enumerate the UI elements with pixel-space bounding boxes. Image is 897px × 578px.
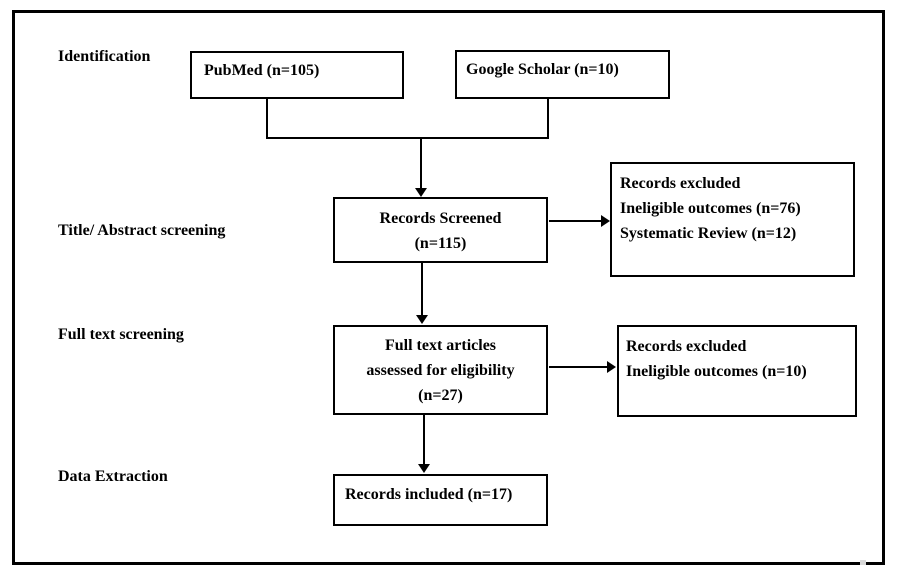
node-excluded-screening-line2: Ineligible outcomes (n=76) [620, 200, 801, 217]
connector-fulltext-to-excluded [549, 366, 608, 368]
connector-merge-horizontal [266, 137, 549, 139]
node-full-text-assessed-line1: Full text articles [384, 337, 497, 354]
outer-frame [12, 10, 885, 565]
stage-label-full-text-screening: Full text screening [58, 326, 184, 343]
stage-label-data-extraction: Data Extraction [58, 468, 168, 485]
node-records-excluded-full-text: Records excluded Ineligible outcomes (n=… [617, 325, 857, 417]
node-pubmed-text: PubMed (n=105) [204, 62, 320, 79]
connector-screened-to-fulltext [421, 263, 423, 316]
connector-pubmed-down [266, 98, 268, 138]
node-full-text-assessed-line2: assessed for eligibility [366, 362, 515, 379]
node-records-screened-line1: Records Screened [379, 210, 502, 227]
node-full-text-assessed-line3: (n=27) [418, 387, 463, 404]
node-excluded-screening-line3: Systematic Review (n=12) [620, 225, 797, 242]
node-records-included: Records included (n=17) [333, 474, 548, 526]
node-records-screened-line2: (n=115) [414, 235, 467, 252]
node-excluded-full-text-line1: Records excluded [626, 338, 747, 355]
stage-label-title-abstract-screening: Title/ Abstract screening [58, 222, 226, 239]
node-excluded-screening-line1: Records excluded [620, 175, 741, 192]
node-excluded-full-text-line2: Ineligible outcomes (n=10) [626, 363, 807, 380]
node-records-included-text: Records included (n=17) [345, 486, 513, 503]
node-records-excluded-screening: Records excluded Ineligible outcomes (n=… [610, 162, 855, 277]
node-google-scholar-text: Google Scholar (n=10) [466, 61, 619, 78]
arrowhead-into-full-text-assessed [416, 315, 428, 324]
arrowhead-into-excluded-full-text [607, 361, 616, 373]
node-pubmed: PubMed (n=105) [190, 51, 404, 99]
node-google-scholar: Google Scholar (n=10) [455, 50, 670, 99]
arrowhead-into-excluded-screening [601, 215, 610, 227]
node-records-screened: Records Screened (n=115) [333, 197, 548, 263]
arrowhead-into-records-included [418, 464, 430, 473]
connector-screened-to-excluded [549, 220, 602, 222]
connector-google-down [547, 98, 549, 138]
connector-fulltext-to-included [423, 415, 425, 465]
node-full-text-assessed: Full text articles assessed for eligibil… [333, 325, 548, 415]
smudge-artifact [860, 560, 866, 565]
arrowhead-into-records-screened [415, 188, 427, 197]
connector-merge-to-screened [420, 138, 422, 189]
stage-label-identification: Identification [58, 48, 151, 65]
